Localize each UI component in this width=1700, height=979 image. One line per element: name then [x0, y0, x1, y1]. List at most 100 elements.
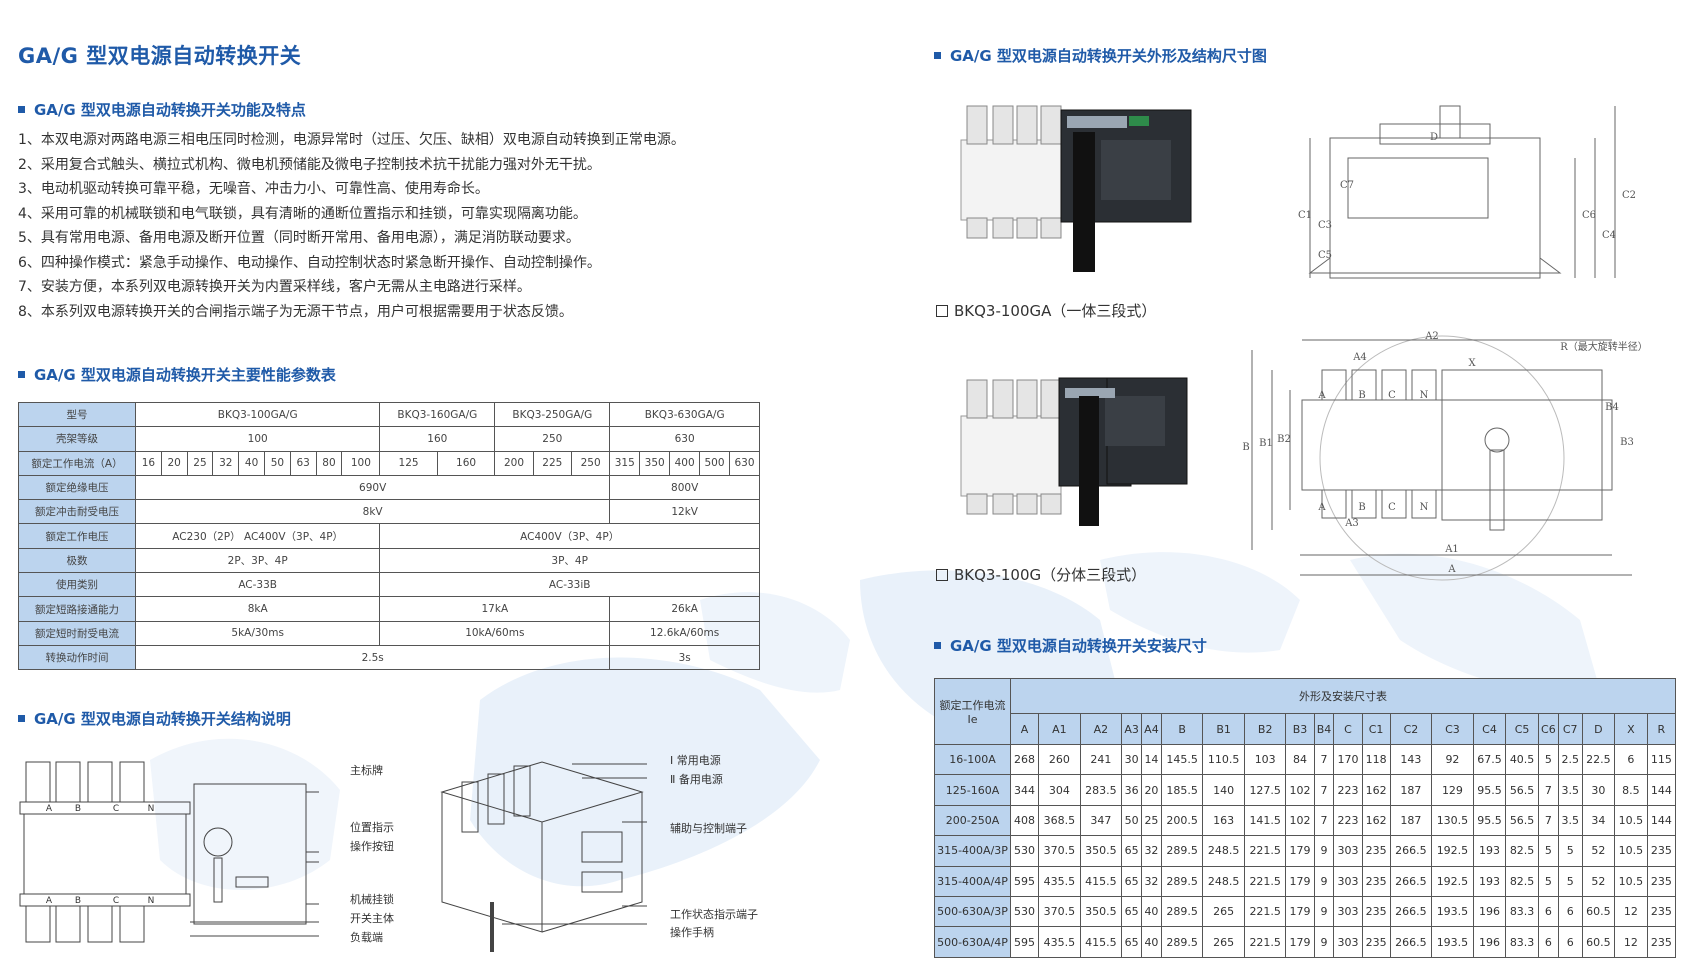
terminal-outline: [1351, 489, 1377, 519]
table-cell: 241: [1079, 743, 1123, 776]
table-cell: BKQ3-160GA/G: [379, 401, 496, 428]
table-cell: 303: [1333, 865, 1363, 897]
table-cell: 368.5: [1038, 804, 1081, 837]
front-body-outline: [1301, 399, 1613, 491]
dim-label-b2: B2: [1277, 434, 1291, 445]
table-cell: 65: [1121, 835, 1143, 867]
section-title-text: GA/G 型双电源自动转换开关安装尺寸: [950, 637, 1207, 655]
table-cell: 17kA: [379, 596, 611, 622]
table-cell: 235: [1361, 835, 1391, 867]
table-cell: 344: [1009, 774, 1040, 806]
table-cell: 370.5: [1038, 835, 1081, 867]
dim-label-c1: C1: [1298, 210, 1312, 221]
table-cell: 9: [1313, 926, 1335, 958]
table-cell: 347: [1079, 804, 1123, 837]
pole-outline: [461, 781, 479, 833]
selector-knob: [203, 827, 233, 857]
row-label: 额定绝缘电压: [18, 474, 136, 501]
table-cell: AC400V（3P、4P）: [379, 523, 760, 549]
table-cell: 56.5: [1505, 774, 1539, 806]
table-cell: 221.5: [1243, 835, 1287, 867]
table-cell: 350: [639, 450, 671, 476]
dim-label-a4: A4: [1352, 352, 1367, 363]
column-header: C7: [1557, 713, 1583, 745]
feature-item: 5、具有常用电源、备用电源及断开位置（同时断开常用、备用电源），满足消防联动要求…: [18, 230, 580, 246]
table-cell: 304: [1038, 774, 1081, 806]
phase-label-b: B: [75, 804, 81, 814]
row-label: 500-630A/4P: [934, 926, 1011, 958]
table-cell: 160: [379, 426, 496, 452]
label-nameplate: 主标牌: [350, 764, 383, 777]
table-cell: 10kA/60ms: [379, 620, 611, 646]
table-cell: 187: [1389, 804, 1433, 837]
table-cell: 83.3: [1505, 895, 1539, 928]
feature-item: 2、采用复合式触头、横拉式机构、微电机预储能及微电子控制技术抗干扰能力强对外无干…: [18, 156, 601, 173]
table-cell: 52: [1581, 835, 1616, 867]
table-cell: 235: [1361, 865, 1391, 897]
terminal-outline: [1381, 489, 1407, 519]
column-header: C1: [1361, 713, 1391, 745]
column-header: C: [1333, 713, 1363, 745]
column-header: B: [1160, 713, 1204, 745]
table-cell: 196: [1472, 926, 1507, 958]
table-cell: 221.5: [1243, 895, 1287, 928]
table-cell: 140: [1202, 774, 1245, 806]
table-cell: 95.5: [1472, 804, 1507, 837]
table-cell: 303: [1333, 895, 1363, 928]
bullet-square-icon: [934, 642, 941, 649]
phase-label-b: B: [75, 896, 81, 906]
table-cell: 145.5: [1160, 743, 1204, 776]
table-cell: 162: [1361, 804, 1391, 837]
table-cell: 235: [1646, 865, 1677, 897]
label-padlock: 机械挂锁: [350, 893, 394, 906]
table-cell: 143: [1389, 743, 1433, 776]
feature-item: 6、四种操作模式：紧急手动操作、电动操作、自动控制状态时紧急断开操作、自动控制操…: [18, 254, 601, 271]
terminal-outline: [1411, 489, 1437, 519]
column-header: C5: [1505, 713, 1539, 745]
table-cell: 8kA: [134, 596, 381, 622]
table-cell: 2.5s: [134, 644, 611, 671]
table-cell: 100: [341, 450, 381, 476]
section-title-install: GA/G 型双电源自动转换开关安装尺寸: [934, 635, 1207, 656]
table-cell: 260: [1038, 743, 1081, 776]
table-cell: 179: [1285, 895, 1315, 928]
terminal-outline: [1321, 369, 1347, 401]
table-cell: 193.5: [1431, 895, 1474, 928]
dim-label-b4: B4: [1605, 402, 1619, 413]
table-cell: 6: [1537, 926, 1559, 958]
table-cell: 196: [1472, 895, 1507, 928]
terminal-bottom: [87, 905, 113, 943]
dim-label-x: X: [1468, 358, 1476, 369]
table-cell: 179: [1285, 865, 1315, 897]
table-cell: 303: [1333, 926, 1363, 958]
table-cell: 268: [1009, 743, 1040, 776]
table-cell: 192.5: [1431, 835, 1474, 867]
pole-outline: [513, 765, 531, 817]
table-cell: 95.5: [1472, 774, 1507, 806]
bullet-square-icon: [18, 371, 25, 378]
table-cell: 595: [1009, 865, 1040, 897]
column-header: X: [1614, 713, 1648, 745]
table-cell: 10.5: [1614, 865, 1648, 897]
front-phase-a: A: [1317, 502, 1326, 513]
dim-label-d: D: [1430, 132, 1438, 143]
terminal-bottom: [119, 905, 145, 943]
dim-label-c3: C3: [1318, 220, 1332, 231]
dim-label-c4: C4: [1602, 230, 1616, 241]
table-cell: 20: [1141, 774, 1162, 806]
label-status-terminal: 工作状态指示端子: [670, 908, 758, 921]
row-label: 125-160A: [934, 774, 1011, 806]
row-label: 壳架等级: [18, 426, 136, 452]
table-cell: 3.5: [1557, 804, 1583, 837]
table-cell: 266.5: [1389, 895, 1433, 928]
table-cell: 530: [1009, 835, 1040, 867]
table-cell: 200: [494, 450, 534, 476]
row-label: 200-250A: [934, 804, 1011, 837]
table-cell: 5: [1557, 865, 1583, 897]
table-cell: 7: [1313, 743, 1335, 776]
section-title-dimensions: GA/G 型双电源自动转换开关外形及结构尺寸图: [934, 45, 1267, 66]
table-cell: BKQ3-250GA/G: [494, 401, 611, 428]
table-cell: AC-33iB: [379, 572, 760, 598]
section-title-features: GA/G 型双电源自动转换开关功能及特点: [18, 99, 306, 120]
